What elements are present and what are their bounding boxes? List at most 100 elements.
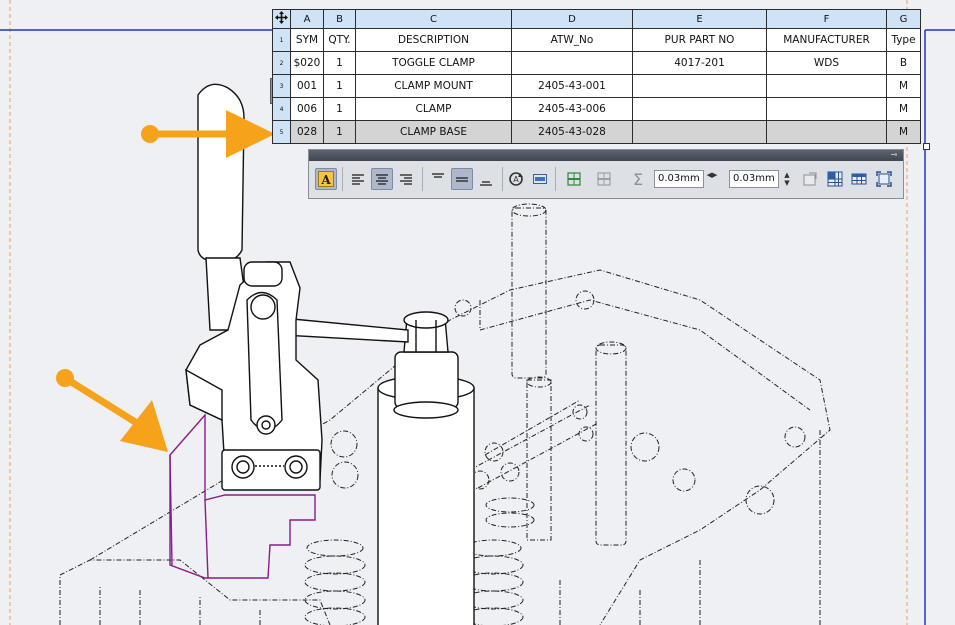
rotate-text-icon: A bbox=[509, 172, 523, 186]
chevron-up-icon[interactable]: ▲ bbox=[784, 171, 790, 179]
rotate-text-button[interactable]: A bbox=[505, 168, 527, 190]
column-letter-a[interactable]: A bbox=[290, 9, 324, 29]
sum-button[interactable]: Σ bbox=[627, 168, 649, 190]
valign-middle-button[interactable] bbox=[451, 168, 473, 190]
horizontal-spinner[interactable]: ◀▶ bbox=[705, 171, 719, 187]
cell-type[interactable]: M bbox=[886, 97, 921, 121]
cell-atw-no[interactable] bbox=[511, 51, 633, 75]
delete-row-button[interactable] bbox=[593, 168, 615, 190]
split-cell-button[interactable] bbox=[529, 168, 551, 190]
cell-pur-part-no[interactable]: 4017-201 bbox=[632, 51, 767, 75]
column-letter-row: A B C D E F G bbox=[272, 9, 921, 29]
table-row: 3 001 1 CLAMP MOUNT 2405-43-001 M bbox=[272, 74, 921, 98]
svg-text:A: A bbox=[513, 175, 519, 184]
table-row-selected: 5 028 1 CLAMP BASE 2405-43-028 M bbox=[272, 120, 921, 144]
annotation-arrow-bottom bbox=[56, 369, 168, 452]
cell-atw-no[interactable]: 2405-43-028 bbox=[511, 120, 633, 144]
align-right-button[interactable] bbox=[395, 168, 417, 190]
column-letter-c[interactable]: C bbox=[355, 9, 512, 29]
cell-pur-part-no[interactable] bbox=[632, 97, 767, 121]
valign-bottom-button[interactable] bbox=[475, 168, 497, 190]
chevron-left-icon[interactable]: ◀ bbox=[706, 171, 712, 179]
cell-sym[interactable]: $020 bbox=[290, 51, 324, 75]
cell-sym[interactable]: 028 bbox=[290, 120, 324, 144]
text-style-icon: A bbox=[318, 171, 334, 187]
header-pur-part-no[interactable]: PUR PART NO bbox=[632, 28, 767, 52]
cell-description[interactable]: CLAMP bbox=[355, 97, 512, 121]
table-resize-handle[interactable] bbox=[923, 143, 930, 150]
cell-qty[interactable]: 1 bbox=[323, 74, 356, 98]
properties-icon bbox=[803, 172, 817, 186]
column-letter-e[interactable]: E bbox=[632, 9, 767, 29]
cell-sym[interactable]: 001 bbox=[290, 74, 324, 98]
table-format-toolbar: ⊸ A bbox=[308, 149, 904, 199]
cell-margin-vertical-input[interactable]: 0.03mm bbox=[729, 170, 779, 188]
table-button[interactable] bbox=[848, 168, 870, 190]
cell-margin-horizontal-input[interactable]: 0.03mm bbox=[654, 170, 704, 188]
merge-cells-button[interactable] bbox=[824, 168, 846, 190]
cell-description[interactable]: CLAMP BASE bbox=[355, 120, 512, 144]
align-left-button[interactable] bbox=[347, 168, 369, 190]
cell-description[interactable]: TOGGLE CLAMP bbox=[355, 51, 512, 75]
valign-middle-icon bbox=[456, 177, 468, 182]
table-header-row: 1 SYM QTY. DESCRIPTION ATW_No PUR PART N… bbox=[272, 28, 921, 52]
row-number-5[interactable]: 5 bbox=[272, 120, 291, 144]
row-number-1[interactable]: 1 bbox=[272, 28, 291, 52]
cell-qty[interactable]: 1 bbox=[323, 97, 356, 121]
cell-manufacturer[interactable]: WDS bbox=[766, 51, 887, 75]
cell-type[interactable]: M bbox=[886, 120, 921, 144]
cell-type[interactable]: B bbox=[886, 51, 921, 75]
align-right-icon bbox=[400, 174, 412, 185]
cell-pur-part-no[interactable] bbox=[632, 74, 767, 98]
valign-bottom-icon bbox=[480, 181, 492, 186]
cell-manufacturer[interactable] bbox=[766, 97, 887, 121]
clamp-base-highlight[interactable] bbox=[169, 413, 316, 579]
cell-manufacturer[interactable] bbox=[766, 74, 887, 98]
table-row: 2 $020 1 TOGGLE CLAMP 4017-201 WDS B bbox=[272, 51, 921, 75]
text-style-button[interactable]: A bbox=[315, 168, 337, 190]
valign-top-button[interactable] bbox=[427, 168, 449, 190]
header-sym[interactable]: SYM bbox=[290, 28, 324, 52]
row-number-4[interactable]: 4 bbox=[272, 97, 291, 121]
align-center-button[interactable] bbox=[371, 168, 393, 190]
row-number-2[interactable]: 2 bbox=[272, 51, 291, 75]
cell-sym[interactable]: 006 bbox=[290, 97, 324, 121]
center-post bbox=[377, 311, 475, 625]
cell-manufacturer[interactable] bbox=[766, 120, 887, 144]
header-qty[interactable]: QTY. bbox=[323, 28, 356, 52]
table-move-handle[interactable] bbox=[272, 9, 291, 29]
header-description[interactable]: DESCRIPTION bbox=[355, 28, 512, 52]
machine-part-drawing bbox=[59, 203, 831, 625]
align-left-icon bbox=[352, 174, 364, 185]
cell-pur-part-no[interactable] bbox=[632, 120, 767, 144]
column-letter-g[interactable]: G bbox=[886, 9, 921, 29]
cell-qty[interactable]: 1 bbox=[323, 120, 356, 144]
row-number-3[interactable]: 3 bbox=[272, 74, 291, 98]
header-type[interactable]: Type bbox=[886, 28, 921, 52]
vertical-spinner[interactable]: ▲ ▼ bbox=[780, 171, 794, 187]
column-letter-b[interactable]: B bbox=[323, 9, 356, 29]
insert-row-icon bbox=[567, 172, 581, 186]
valign-top-icon bbox=[432, 173, 444, 178]
cell-description[interactable]: CLAMP MOUNT bbox=[355, 74, 512, 98]
table-row: 4 006 1 CLAMP 2405-43-006 M bbox=[272, 97, 921, 121]
cell-type[interactable]: M bbox=[886, 74, 921, 98]
chevron-down-icon[interactable]: ▼ bbox=[784, 179, 790, 187]
column-letter-f[interactable]: F bbox=[766, 9, 887, 29]
cell-qty[interactable]: 1 bbox=[323, 51, 356, 75]
cell-atw-no[interactable]: 2405-43-001 bbox=[511, 74, 633, 98]
chevron-right-icon[interactable]: ▶ bbox=[712, 171, 718, 179]
column-letter-d[interactable]: D bbox=[511, 9, 633, 29]
pin-icon[interactable]: ⊸ bbox=[890, 150, 898, 159]
bom-table[interactable]: A B C D E F G 1 SYM QTY. DESCRIPTION ATW… bbox=[272, 9, 921, 144]
toolbar-titlebar[interactable]: ⊸ bbox=[309, 150, 903, 161]
header-atw-no[interactable]: ATW_No bbox=[511, 28, 633, 52]
insert-row-button[interactable] bbox=[563, 168, 585, 190]
svg-text:Σ: Σ bbox=[633, 171, 643, 187]
cell-atw-no[interactable]: 2405-43-006 bbox=[511, 97, 633, 121]
fit-table-icon bbox=[876, 171, 892, 187]
header-manufacturer[interactable]: MANUFACTURER bbox=[766, 28, 887, 52]
fit-table-button[interactable] bbox=[873, 168, 895, 190]
properties-button[interactable] bbox=[799, 168, 821, 190]
